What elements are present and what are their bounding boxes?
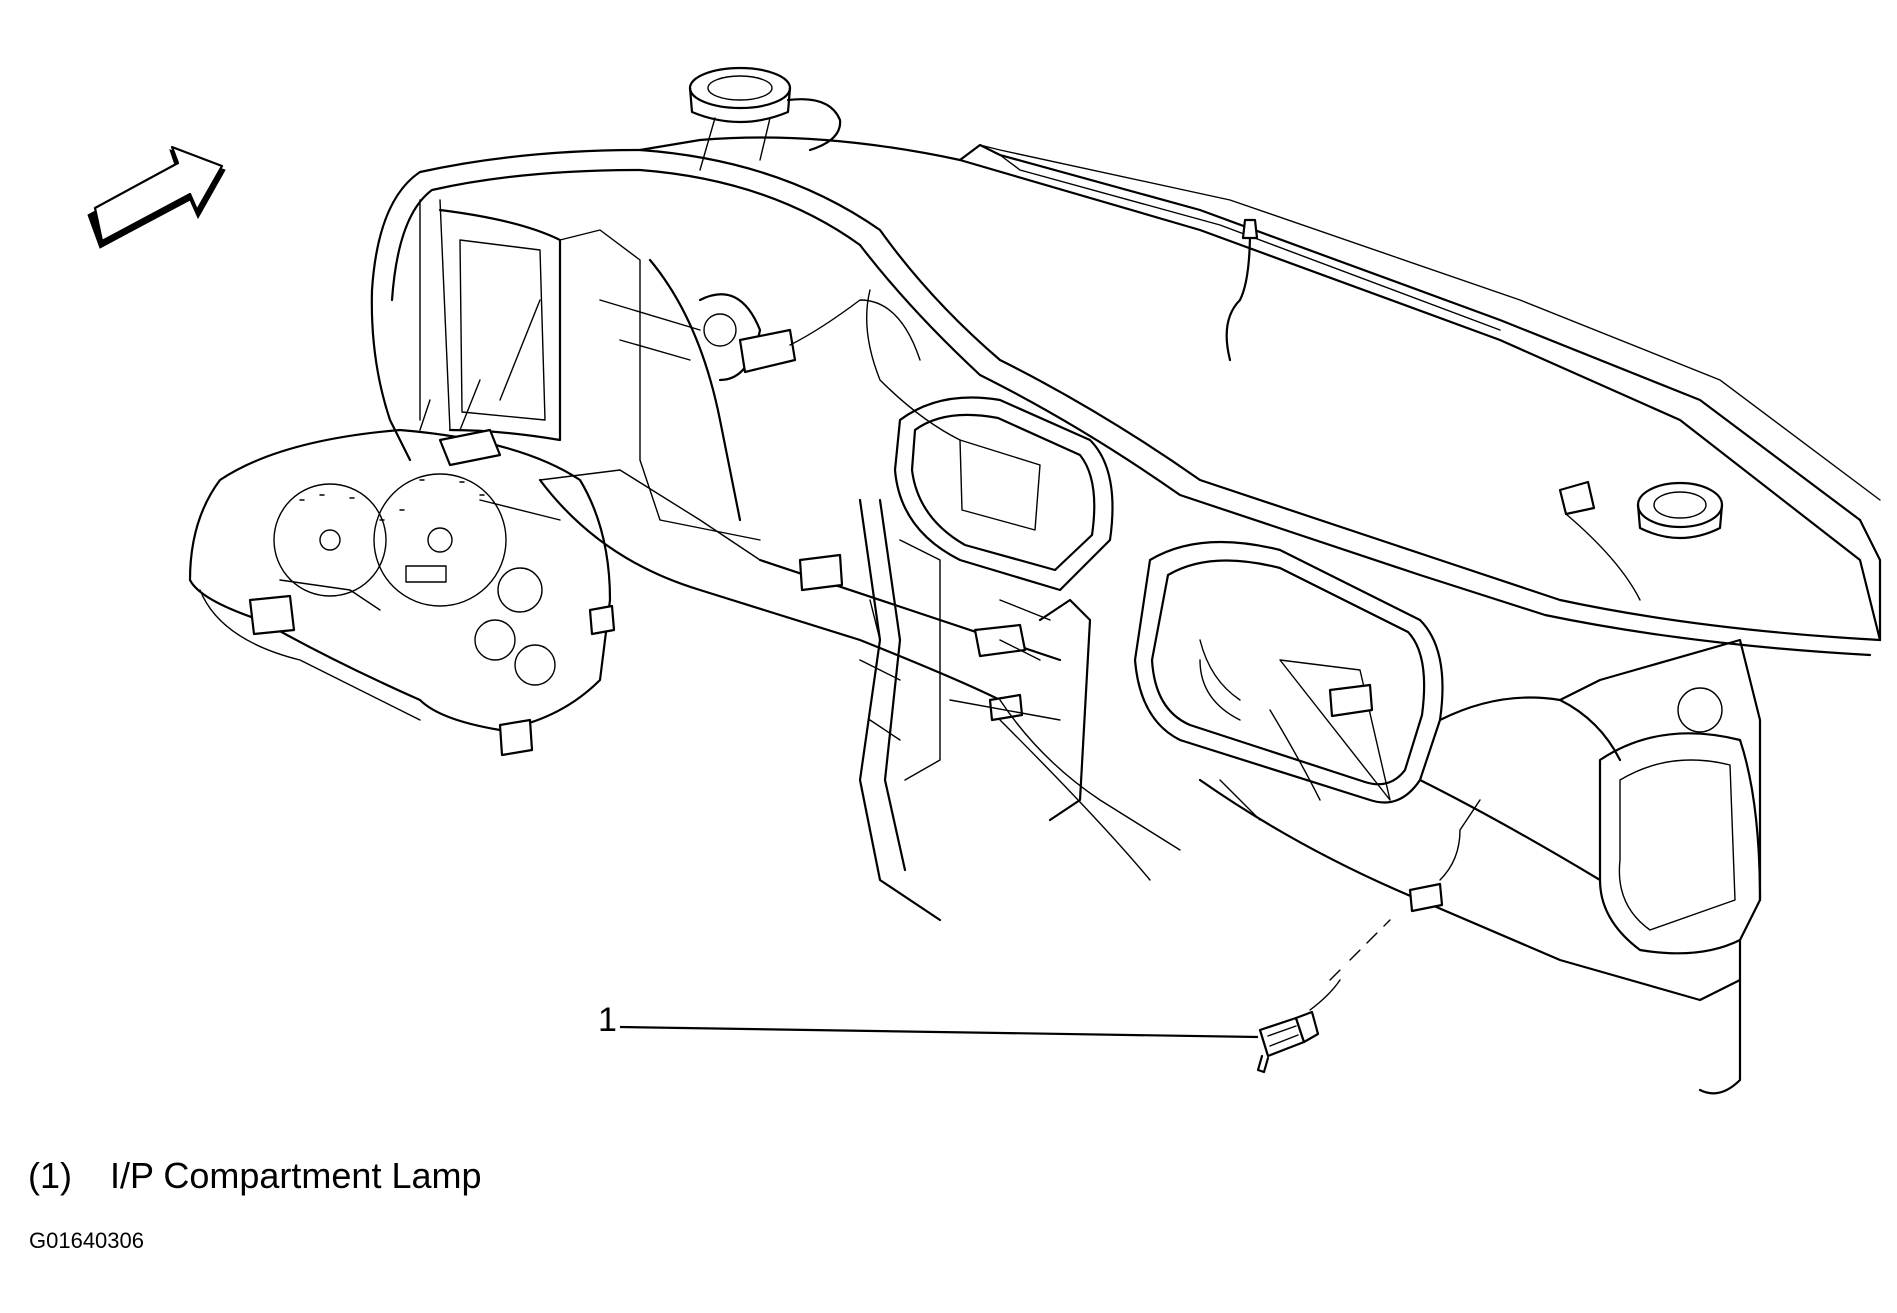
orientation-arrow-icon [87, 145, 226, 249]
speaker-right [1558, 480, 1724, 601]
speaker-top [688, 66, 842, 171]
figure-id: G01640306 [29, 1228, 144, 1253]
callout-leader-line [619, 1025, 1259, 1039]
dashboard-panel [370, 136, 1882, 702]
callout-number: 1 [598, 1001, 617, 1039]
legend-item: (1) I/P Compartment Lamp [28, 1158, 482, 1194]
center-stack [798, 396, 1114, 922]
instrument-cluster [188, 299, 616, 757]
legend-number: (1) [28, 1155, 72, 1196]
legend-label: I/P Compartment Lamp [110, 1155, 482, 1196]
compartment-lamp [1256, 919, 1391, 1074]
wiring-harness [866, 218, 1481, 913]
glove-box [1133, 540, 1762, 1095]
